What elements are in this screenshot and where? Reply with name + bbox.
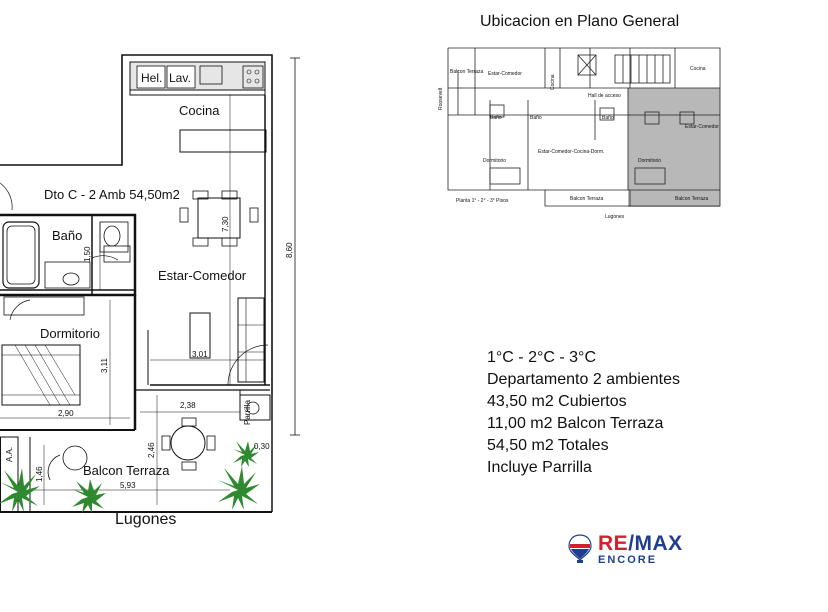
balloon-icon	[568, 534, 592, 563]
aa-label: A.A.	[5, 447, 14, 462]
dim-150: 1,50	[83, 246, 92, 262]
plan-labels: Hel. Lav. Cocina Dto C - 2 Amb 54,50m2 B…	[5, 71, 294, 528]
dim-860: 8,60	[285, 242, 294, 258]
loc-bano-a: Baño	[490, 115, 502, 121]
loc-bano-b: Baño	[530, 115, 542, 121]
parrilla-label: Parrilla	[243, 400, 252, 425]
loc-dorm-b: Dormitorio	[638, 158, 661, 164]
spec-extra: Incluye Parrilla	[487, 459, 592, 476]
loc-bano-c: Baño	[602, 115, 614, 121]
dim-238: 2,38	[180, 401, 196, 410]
loc-cocina-b: Cocina	[690, 66, 706, 72]
dim-146: 1,46	[35, 466, 44, 482]
loc-roosevelt: Roosevelt	[438, 87, 444, 110]
location-title: Ubicacion en Plano General	[480, 13, 680, 30]
dim-030: 0,30	[254, 442, 270, 451]
loc-estar-b: Estar-Comedor	[685, 124, 719, 130]
loc-planta: Planta 1° - 2° - 3° Pisos	[456, 198, 509, 204]
room-kitchen: Cocina	[179, 103, 220, 118]
remax-logo: RE/MAX ENCORE	[568, 532, 708, 572]
spec-terrace: 11,00 m2 Balcon Terraza	[487, 415, 664, 432]
dim-246: 2,46	[147, 442, 156, 458]
spec-floors: 1°C - 2°C - 3°C	[487, 349, 596, 366]
spec-covered: 43,50 m2 Cubiertos	[487, 393, 627, 410]
brand-sub: ENCORE	[598, 554, 658, 566]
unit-title: Dto C - 2 Amb 54,50m2	[44, 187, 180, 202]
room-terrace: Balcon Terraza	[83, 463, 170, 478]
room-bath: Baño	[52, 228, 82, 243]
loc-estar-cocina-dorm: Estar-Comedor-Cocina-Dorm.	[538, 149, 604, 155]
dim-290: 2,90	[58, 409, 74, 418]
hel-label: Hel.	[141, 71, 162, 85]
spec-type: Departamento 2 ambientes	[487, 371, 680, 388]
plant-icons	[0, 441, 260, 513]
loc-balcon-b: Balcon Terraza	[570, 196, 603, 202]
loc-hall: Hall de acceso	[588, 93, 621, 99]
location-plan: Roosevelt Balcon Terraza Estar-Comedor C…	[438, 47, 721, 220]
loc-cocina-a: Cocina	[550, 74, 556, 90]
brand-name: RE/MAX	[598, 532, 683, 555]
room-living: Estar-Comedor	[158, 268, 247, 283]
loc-dorm-a: Dormitorio	[483, 158, 506, 164]
loc-balcon-c: Balcon Terraza	[675, 196, 708, 202]
loc-street: Lugones	[605, 214, 625, 220]
dim-311: 3,11	[100, 357, 109, 373]
dim-301: 3,01	[192, 350, 208, 359]
dim-593: 5,93	[120, 481, 136, 490]
dim-730: 7,30	[221, 216, 230, 232]
room-bedroom: Dormitorio	[40, 326, 100, 341]
street-label: Lugones	[115, 511, 176, 528]
loc-balcon-a: Balcon Terraza	[450, 69, 483, 75]
plan-walls	[0, 54, 300, 513]
lav-label: Lav.	[169, 71, 191, 85]
loc-estar-a: Estar-Comedor	[488, 71, 522, 77]
spec-total: 54,50 m2 Totales	[487, 437, 609, 454]
